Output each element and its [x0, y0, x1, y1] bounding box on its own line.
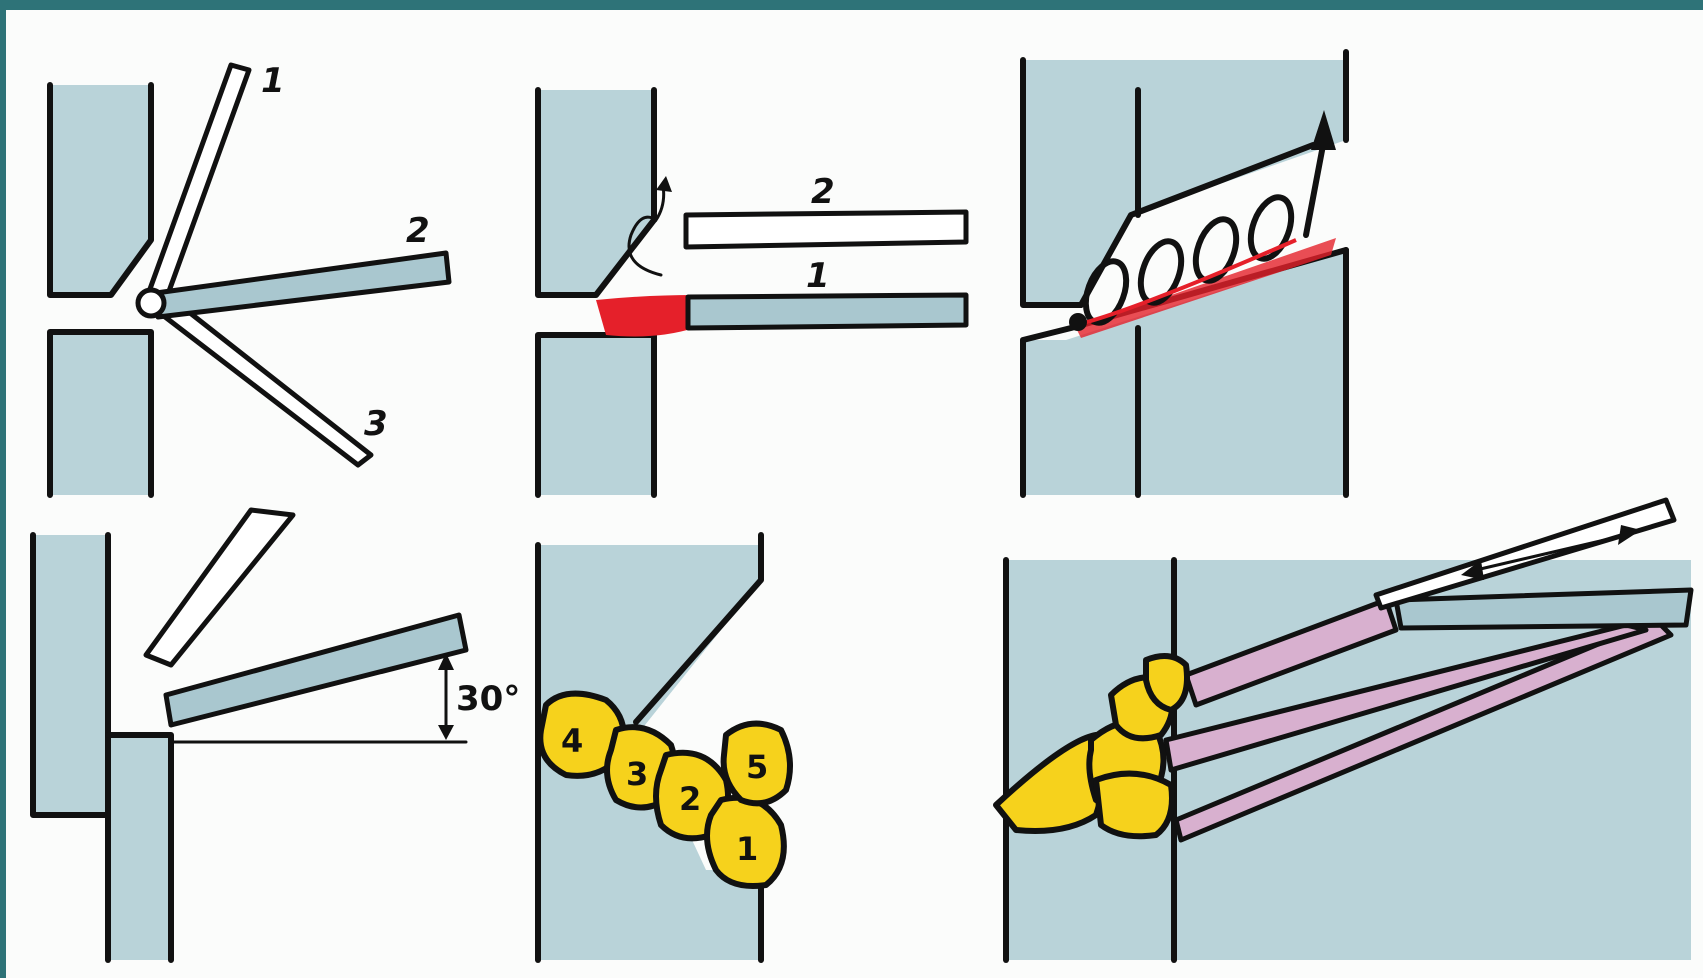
- fig-4-rod-upper: [146, 510, 293, 665]
- fig-5-label-3: 3: [626, 755, 648, 793]
- fig-4-angle-label: 30°: [456, 679, 520, 719]
- fig-4-electrode-angle: 30°: [33, 510, 520, 960]
- fig-5-label-1: 1: [736, 830, 758, 868]
- fig-1-rod-3: [156, 298, 371, 465]
- fig-1-electrode-angles: 1 2 3: [50, 61, 449, 495]
- fig-2-label-2: 2: [811, 172, 835, 212]
- fig-2-weld-pool: [596, 295, 694, 336]
- fig-2-label-1: 1: [806, 256, 830, 296]
- fig-6-stringer-beads: [996, 500, 1691, 960]
- fig-2-electrode-manipulation: 2 1: [538, 90, 966, 495]
- fig-6-bead-3: [1096, 774, 1172, 837]
- fig-1-label-1: 1: [261, 61, 285, 101]
- welding-techniques-diagram: 1 2 3 2 1: [6, 10, 1703, 978]
- fig-5-label-5: 5: [746, 748, 768, 786]
- fig-3-weave-pattern: [1023, 52, 1346, 495]
- fig-1-label-2: 2: [406, 211, 430, 251]
- fig-4-rod: [166, 615, 466, 725]
- fig-1-rod-1: [146, 65, 249, 305]
- fig-2-rod-2: [686, 212, 966, 247]
- fig-5-label-2: 2: [679, 780, 701, 818]
- illustration-frame: 1 2 3 2 1: [6, 10, 1703, 978]
- fig-2-rod-1: [688, 295, 966, 328]
- fig-5-multipass-beads: 4 3 2 1 5: [538, 535, 790, 960]
- fig-1-label-3: 3: [364, 404, 388, 444]
- fig-5-label-4: 4: [561, 722, 583, 760]
- fig-1-rod-2: [156, 253, 449, 317]
